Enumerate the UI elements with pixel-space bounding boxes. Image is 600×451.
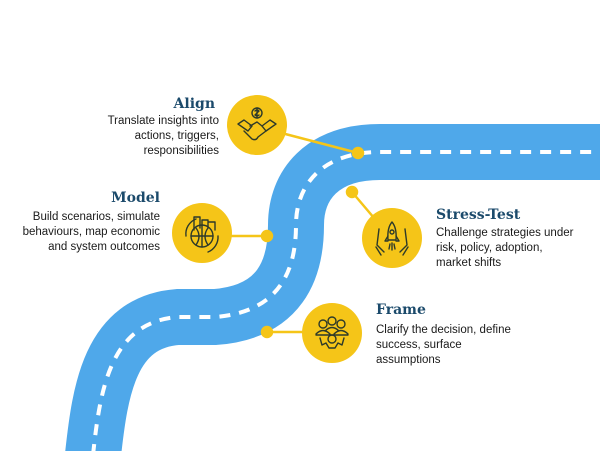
frame-description: Clarify the decision, define success, su… xyxy=(376,323,511,368)
desc-line: and system outcomes xyxy=(48,241,160,253)
frame-dot xyxy=(260,325,274,339)
desc-line: success, surface xyxy=(376,339,462,351)
team-gear-icon xyxy=(315,316,349,349)
desc-line: assumptions xyxy=(376,354,441,366)
stress-test-dot xyxy=(345,185,359,199)
frame-circle xyxy=(302,303,362,363)
road xyxy=(65,124,600,451)
stress-test-title: Stress-Test xyxy=(436,207,521,223)
desc-line: responsibilities xyxy=(143,145,219,157)
align-circle xyxy=(227,95,287,155)
stress-test-description: Challenge strategies under risk, policy,… xyxy=(436,226,573,271)
align-dot xyxy=(351,146,365,160)
desc-line: actions, triggers, xyxy=(134,130,219,142)
road-center-dashes xyxy=(91,150,600,451)
desc-line: Translate insights into xyxy=(107,115,219,127)
stress-test-circle xyxy=(362,208,422,268)
align-description: Translate insights into actions, trigger… xyxy=(108,114,219,159)
city-globe-cycle-icon xyxy=(185,216,219,253)
handshake-dollar-icon xyxy=(237,107,277,141)
model-description: Build scenarios, simulate behaviours, ma… xyxy=(23,210,160,255)
model-title: Model xyxy=(111,190,160,206)
desc-line: market shifts xyxy=(436,257,502,269)
desc-line: risk, policy, adoption, xyxy=(436,242,543,254)
frame-title: Frame xyxy=(376,302,426,318)
desc-line: behaviours, map economic xyxy=(22,226,160,238)
desc-line: Clarify the decision, define xyxy=(376,324,511,336)
desc-line: Build scenarios, simulate xyxy=(32,211,160,223)
model-dot xyxy=(260,229,274,243)
align-title: Align xyxy=(173,96,215,112)
desc-line: Challenge strategies under xyxy=(436,227,574,239)
rocket-hands-icon xyxy=(375,221,409,256)
